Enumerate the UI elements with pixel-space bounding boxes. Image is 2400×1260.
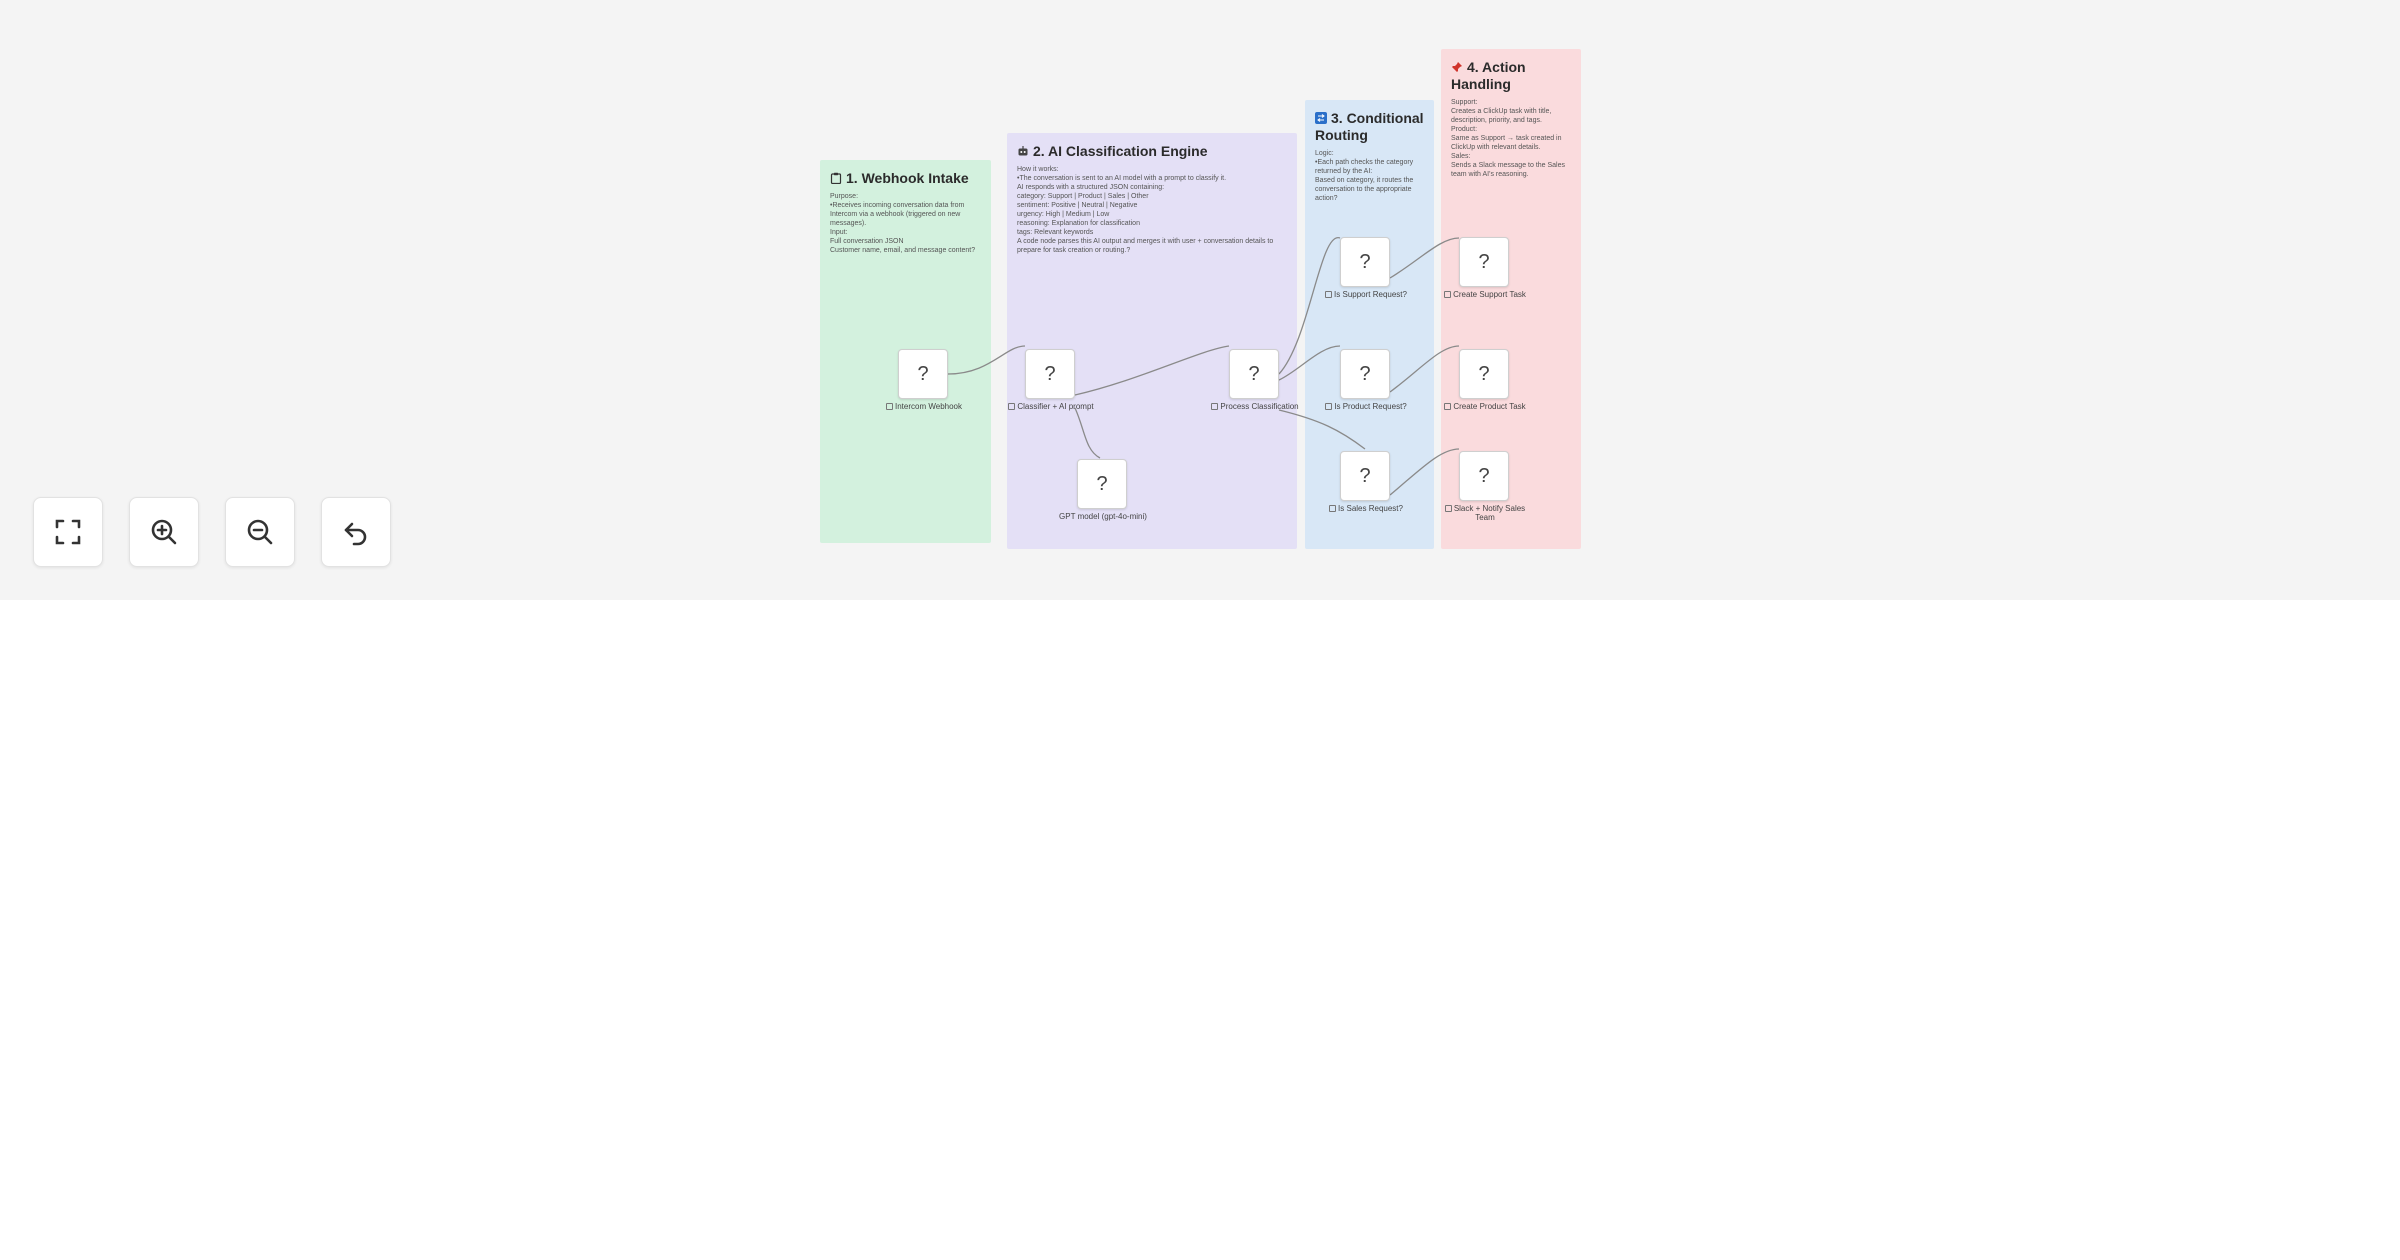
node-process-classification[interactable]: ? Process Classification: [1211, 349, 1299, 411]
node-is-product-request[interactable]: ? Is Product Request?: [1325, 349, 1407, 411]
zoom-in-icon: [151, 519, 177, 545]
node-label: Create Support Task: [1415, 290, 1555, 299]
pin-icon: [1452, 62, 1462, 72]
node-type-icon: [1211, 403, 1219, 410]
unknown-node-icon: ?: [1248, 362, 1260, 385]
node-is-sales-request[interactable]: ? Is Sales Request?: [1329, 451, 1403, 513]
fit-view-button[interactable]: [33, 497, 103, 567]
unknown-node-icon: ?: [1359, 362, 1371, 385]
sticky-body: Support: Creates a ClickUp task with tit…: [1451, 99, 1566, 178]
unknown-node-icon: ?: [1044, 362, 1056, 385]
node-label: GPT model (gpt-4o-mini): [1059, 512, 1147, 521]
zoom-out-icon: [247, 519, 273, 545]
node-type-icon: [1444, 403, 1452, 410]
node-type-icon: [1444, 291, 1452, 298]
node-label: Classifier + AI prompt: [981, 402, 1121, 411]
fullscreen-icon: [55, 519, 81, 545]
sticky-title: 3. Conditional Routing: [1315, 110, 1424, 143]
zoom-out-button[interactable]: [225, 497, 295, 567]
swap-icon: [1315, 112, 1327, 124]
node-type-icon: [1008, 403, 1016, 410]
node-label: Is Support Request?: [1296, 290, 1436, 299]
node-type-icon: [1444, 505, 1452, 512]
unknown-node-icon: ?: [1478, 250, 1490, 273]
node-type-icon: [1329, 505, 1337, 512]
robot-icon: [1018, 146, 1028, 156]
sticky-title: 2. AI Classification Engine: [1017, 143, 1287, 160]
node-intercom-webhook[interactable]: ? Intercom Webhook: [886, 349, 962, 411]
node-label: Create Product Task: [1415, 402, 1555, 411]
node-slack-notify-sales[interactable]: ? Slack + Notify Sales Team: [1444, 451, 1525, 522]
unknown-node-icon: ?: [1096, 472, 1108, 495]
node-type-icon: [886, 403, 893, 410]
sticky-title: 4. Action Handling: [1451, 59, 1526, 92]
unknown-node-icon: ?: [917, 362, 929, 385]
unknown-node-icon: ?: [1478, 464, 1490, 487]
sticky-body: How it works: •The conversation is sent …: [1017, 166, 1274, 254]
workflow-canvas[interactable]: 1. Webhook Intake Purpose: •Receives inc…: [0, 0, 2400, 600]
node-label: Process Classification: [1200, 402, 1310, 411]
node-label: Is Sales Request?: [1296, 504, 1436, 513]
sticky-note-ai-classification[interactable]: 2. AI Classification Engine How it works…: [1007, 133, 1297, 549]
clipboard-icon: [830, 172, 842, 184]
node-create-product-task[interactable]: ? Create Product Task: [1444, 349, 1526, 411]
sticky-body: Logic: •Each path checks the category re…: [1315, 150, 1414, 202]
node-create-support-task[interactable]: ? Create Support Task: [1444, 237, 1526, 299]
sticky-body: Purpose: •Receives incoming conversation…: [830, 193, 976, 254]
node-type-icon: [1325, 291, 1333, 298]
node-classifier[interactable]: ? Classifier + AI prompt: [1008, 349, 1094, 411]
node-is-support-request[interactable]: ? Is Support Request?: [1325, 237, 1407, 299]
node-label: Intercom Webhook: [854, 402, 994, 411]
unknown-node-icon: ?: [1478, 362, 1490, 385]
undo-icon: [344, 522, 367, 546]
unknown-node-icon: ?: [1359, 250, 1371, 273]
node-type-icon: [1325, 403, 1333, 410]
node-label: Is Product Request?: [1296, 402, 1436, 411]
unknown-node-icon: ?: [1359, 464, 1371, 487]
node-label: Slack + Notify Sales Team: [1440, 504, 1530, 522]
undo-button[interactable]: [321, 497, 391, 567]
node-gpt-model[interactable]: ? GPT model (gpt-4o-mini): [1059, 459, 1147, 521]
zoom-in-button[interactable]: [129, 497, 199, 567]
sticky-title: 1. Webhook Intake: [830, 170, 981, 187]
